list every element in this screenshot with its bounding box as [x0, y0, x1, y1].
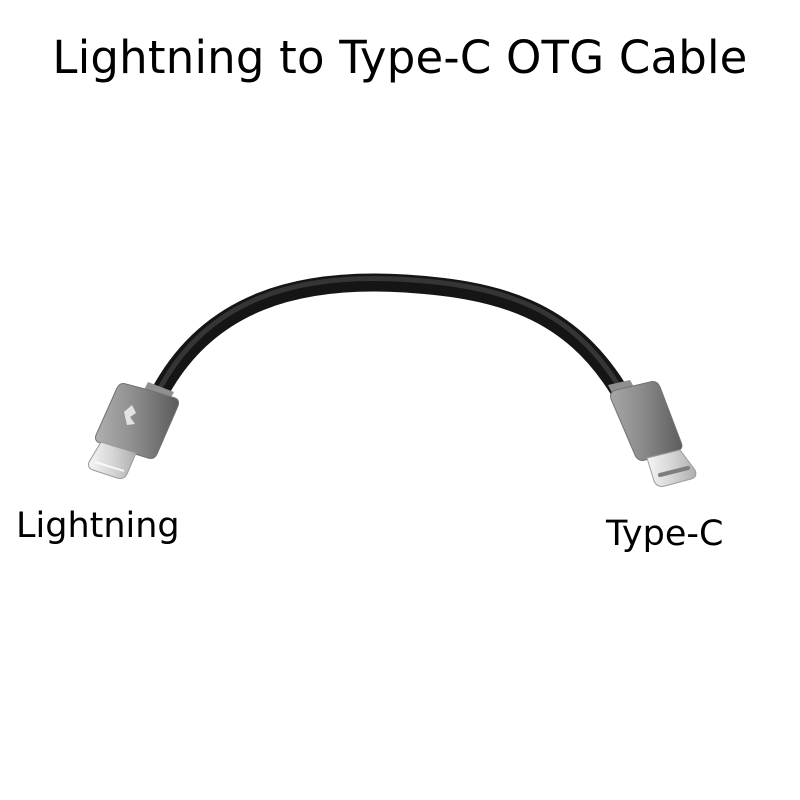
- cable-cord: [151, 273, 629, 401]
- type-c-connector: [610, 381, 697, 487]
- lightning-connector: [88, 383, 180, 479]
- type-c-label: Type-C: [606, 514, 724, 554]
- lightning-label: Lightning: [16, 506, 180, 546]
- page-title: Lightning to Type-C OTG Cable: [52, 31, 748, 84]
